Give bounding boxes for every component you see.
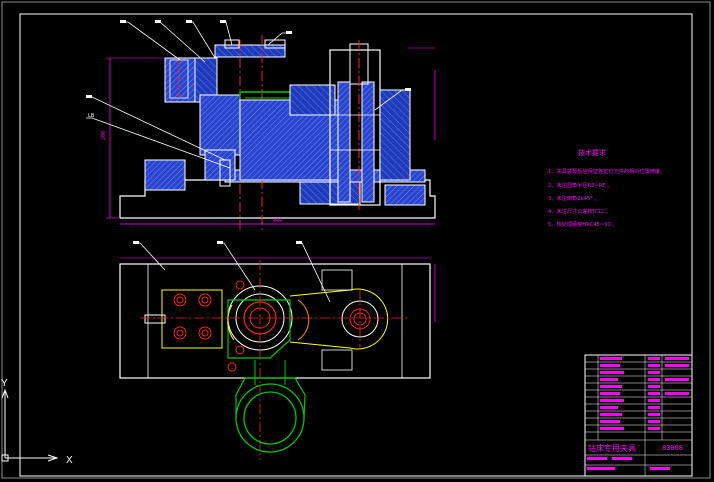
tech-req-5: 5、热处理硬度HRC45~50 。 <box>548 220 618 228</box>
title-block: 钻床专用夹具 83008 <box>584 354 693 477</box>
top-view-balloons <box>133 241 302 244</box>
ucs-y-label: Y <box>1 378 8 389</box>
front-height-dimension: 200 <box>101 131 107 140</box>
drawing-border <box>19 13 693 477</box>
technical-requirements: 技术要求 1、夹具装配后应保证各定位元件的相对位置精度。 2、未注圆角半径R3~… <box>548 148 665 228</box>
title-block-name: 钻床专用夹具 <box>588 443 636 453</box>
front-view-balloons <box>86 20 411 98</box>
tech-req-1: 1、夹具装配后应保证各定位元件的相对位置精度。 <box>548 167 665 175</box>
top-view-leaders <box>133 242 331 303</box>
front-section-view <box>106 35 436 230</box>
ucs-x-label: X <box>66 455 73 466</box>
leader-label-lb: LB <box>88 113 94 119</box>
title-block-drawing-number: 83008 <box>662 444 683 452</box>
tech-req-2: 2、未注圆角半径R3~R5 。 <box>548 181 613 189</box>
top-plan-view <box>119 257 436 460</box>
ucs-icon <box>1 388 59 462</box>
tech-req-3: 3、未注倒角2x45° 。 <box>548 194 600 202</box>
front-width-dimension: 444 <box>273 218 282 224</box>
tech-req-4: 4、未注尺寸公差按IT12 。 <box>548 207 611 215</box>
tech-req-title: 技术要求 <box>578 148 606 157</box>
